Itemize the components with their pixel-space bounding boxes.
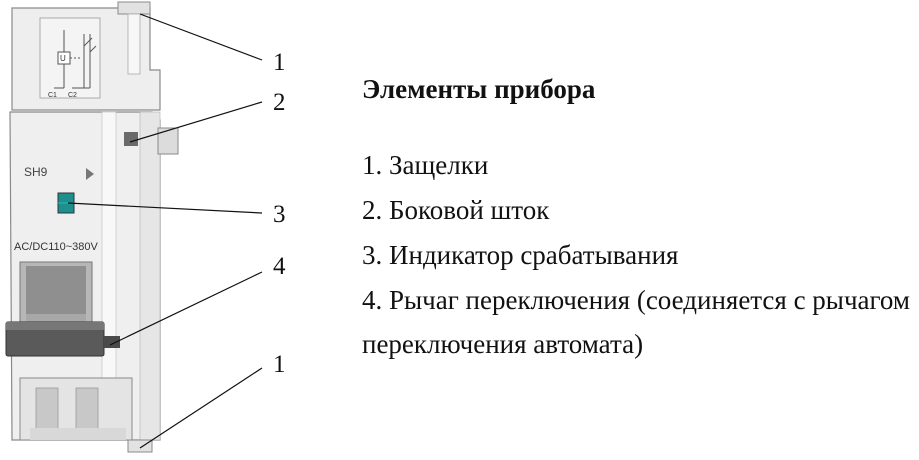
terminal-c2-label: C2 <box>68 92 77 99</box>
leader-lines <box>67 13 263 449</box>
parts-list-item: 3. Индикатор срабатывания <box>362 240 679 270</box>
parts-list-item: 2. Боковой шток <box>362 195 550 225</box>
parts-list: 1. Защелки 2. Боковой шток 3. Индикатор … <box>362 150 919 366</box>
side-stem <box>157 127 179 155</box>
terminal-c1-label: C1 <box>48 92 57 99</box>
legend-title: Элементы прибора <box>362 74 596 104</box>
top-latch <box>117 1 151 15</box>
callout-1-bottom: 1 <box>273 351 286 378</box>
voltage-label: AC/DC110~380V <box>14 241 99 253</box>
bottom-latch <box>127 439 153 453</box>
coil-label: U <box>60 54 66 63</box>
callout-3: 3 <box>273 201 286 228</box>
callout-4: 4 <box>273 253 286 280</box>
model-label: SH9 <box>24 165 48 179</box>
wiring-schematic <box>39 17 101 99</box>
arrow-icon <box>86 168 94 180</box>
parts-list-item: 4. Рычаг переключения (соединяется с рыч… <box>362 285 910 359</box>
callout-2: 2 <box>273 89 286 116</box>
parts-list-item: 1. Защелки <box>362 150 489 180</box>
callout-1-top: 1 <box>273 49 286 76</box>
bottom-terminals <box>19 377 133 441</box>
